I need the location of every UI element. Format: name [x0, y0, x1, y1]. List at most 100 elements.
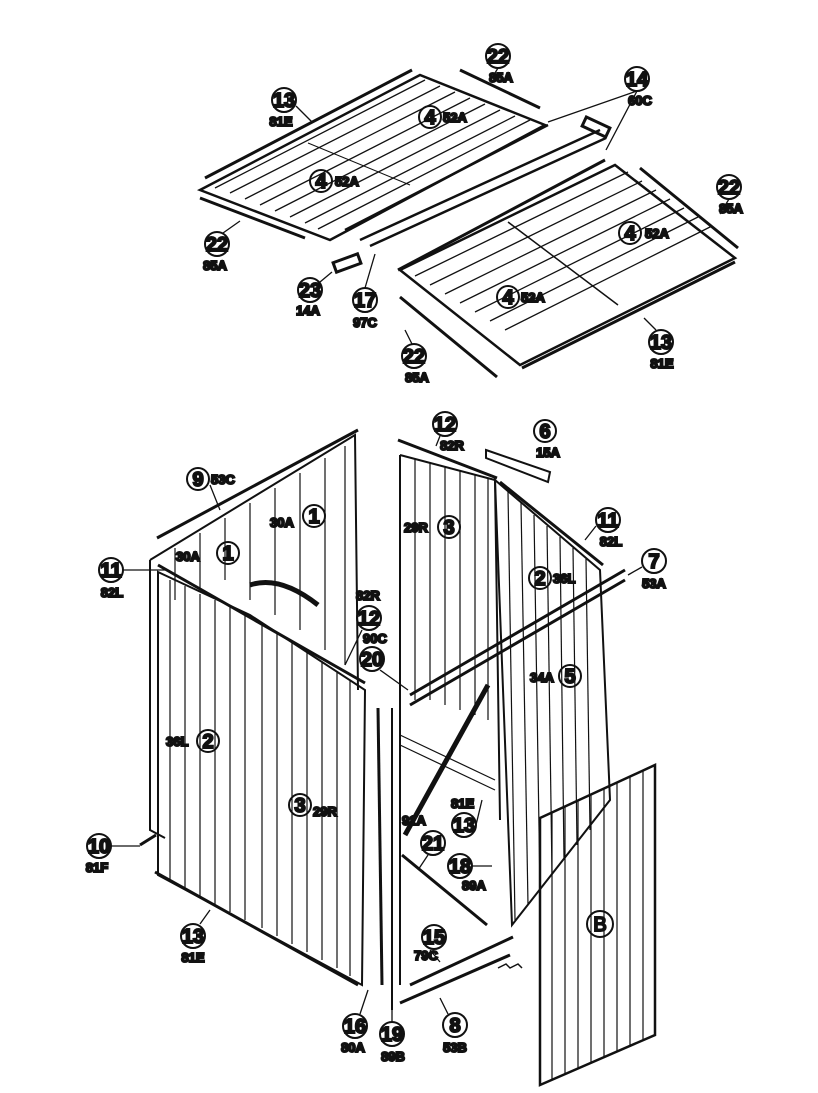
callout-9-53c: 9 53C — [186, 467, 236, 492]
svg-text:91A: 91A — [402, 813, 426, 828]
callout-10-81f: 10 81F — [85, 833, 112, 876]
svg-text:8: 8 — [449, 1015, 460, 1037]
svg-text:80A: 80A — [341, 1040, 365, 1055]
svg-text:6: 6 — [539, 421, 550, 443]
svg-text:52A: 52A — [335, 174, 359, 189]
svg-text:15A: 15A — [536, 445, 560, 460]
svg-text:13: 13 — [650, 332, 672, 354]
svg-text:22: 22 — [206, 234, 228, 256]
svg-text:13: 13 — [182, 926, 204, 948]
svg-text:30A: 30A — [176, 549, 200, 564]
svg-text:10: 10 — [88, 836, 110, 858]
svg-text:89A: 89A — [462, 878, 486, 893]
svg-text:29R: 29R — [313, 804, 337, 819]
svg-text:81E: 81E — [181, 950, 204, 965]
svg-text:90C: 90C — [363, 631, 387, 646]
callout-8-53b: 8 53B — [442, 1012, 468, 1056]
svg-text:30A: 30A — [270, 515, 294, 530]
svg-text:34A: 34A — [530, 670, 554, 685]
svg-text:3: 3 — [443, 517, 454, 539]
svg-text:53C: 53C — [211, 472, 235, 487]
callout-22-85a-right: 22 85A — [716, 174, 745, 217]
svg-text:29R: 29R — [404, 520, 428, 535]
callout-3-29r-top: 3 29R — [403, 515, 461, 540]
callout-19-89b: 19 89B — [379, 1021, 406, 1065]
svg-text:81F: 81F — [86, 860, 108, 875]
callout-1-30a-right: 1 30A — [269, 504, 326, 531]
left-back-wall — [149, 433, 359, 839]
svg-text:36L: 36L — [166, 734, 188, 749]
callout-door-b: B — [586, 910, 614, 938]
callout-11-82l-right: 11 82L — [595, 507, 623, 550]
callout-5-34a: 5 34A — [529, 664, 582, 689]
svg-text:B: B — [593, 914, 606, 936]
svg-text:81E: 81E — [269, 114, 292, 129]
svg-text:53B: 53B — [443, 1040, 467, 1055]
svg-text:4: 4 — [424, 107, 436, 129]
callout-13-81e-bottom: 13 81E — [180, 923, 206, 966]
callout-20: 20 — [359, 646, 385, 672]
roof-ridge-cap — [344, 123, 607, 248]
svg-text:81E: 81E — [650, 356, 673, 371]
callout-4-52a-right-lower: 4 52A — [496, 285, 546, 310]
callout-2-36l-right: 2 36L — [528, 566, 576, 591]
svg-text:7: 7 — [648, 551, 659, 573]
svg-text:53A: 53A — [642, 576, 666, 591]
callout-6-15a: 6 15A — [533, 419, 562, 461]
svg-text:3: 3 — [294, 795, 305, 817]
callout-1-30a-left: 1 30A — [175, 541, 240, 566]
svg-text:4: 4 — [502, 287, 514, 309]
svg-text:9: 9 — [192, 469, 203, 491]
svg-text:20: 20 — [361, 649, 383, 671]
svg-text:23: 23 — [299, 280, 321, 302]
callout-12-82r-top: 12 82R — [432, 411, 466, 454]
svg-text:18: 18 — [449, 856, 471, 878]
svg-text:16: 16 — [344, 1016, 366, 1038]
callout-14-60c: 14 60C — [624, 66, 654, 109]
svg-text:1: 1 — [222, 543, 233, 565]
svg-text:12: 12 — [434, 414, 456, 436]
svg-text:52A: 52A — [443, 110, 467, 125]
svg-text:82L: 82L — [600, 534, 622, 549]
callout-7-53a: 7 53A — [641, 548, 668, 592]
roof-trim-pieces — [199, 68, 739, 379]
svg-text:82R: 82R — [356, 588, 380, 603]
svg-text:5: 5 — [564, 666, 575, 688]
svg-text:17: 17 — [354, 290, 376, 312]
svg-text:13: 13 — [273, 90, 295, 112]
callout-4-52a-right-upper: 4 52A — [618, 221, 670, 246]
right-side-wall — [493, 477, 612, 928]
callout-11-82l-left: 11 82L — [98, 557, 124, 601]
leader-lines — [111, 67, 730, 1022]
callout-21: 21 — [420, 830, 446, 856]
svg-text:4: 4 — [315, 171, 327, 193]
callout-2-36l-left: 2 36L — [165, 729, 220, 754]
svg-text:36L: 36L — [553, 571, 575, 586]
callout-15-79c: 15 79C — [413, 924, 447, 964]
right-wall-trim — [391, 438, 626, 1010]
callout-22-85a-top: 22 85A — [485, 43, 515, 86]
callout-4-52a-left: 4 52A — [309, 169, 360, 194]
callout-13-81e-right: 13 81E — [648, 329, 675, 372]
svg-text:11: 11 — [100, 560, 121, 582]
svg-text:22: 22 — [403, 346, 425, 368]
callout-23-14a: 23 14A — [295, 277, 323, 319]
svg-text:14: 14 — [626, 69, 649, 91]
callout-22-85a-left: 22 85A — [202, 231, 230, 274]
svg-text:85A: 85A — [203, 258, 227, 273]
callout-16-80a: 16 80A — [340, 1013, 368, 1056]
svg-text:12: 12 — [358, 608, 380, 630]
svg-text:52A: 52A — [521, 290, 545, 305]
callout-18-89a: 18 89A — [447, 853, 487, 894]
svg-text:82L: 82L — [101, 585, 123, 600]
svg-text:79C: 79C — [414, 948, 438, 963]
callout-4-52a-upper: 4 52A — [418, 105, 468, 130]
callout-3-29r-bottom: 3 29R — [288, 793, 338, 820]
svg-text:13: 13 — [453, 815, 475, 837]
roof-panel-left — [196, 73, 548, 242]
svg-text:2: 2 — [534, 568, 545, 590]
svg-text:15: 15 — [423, 927, 445, 949]
callout-13-81e-top-left: 13 81E — [268, 87, 297, 130]
